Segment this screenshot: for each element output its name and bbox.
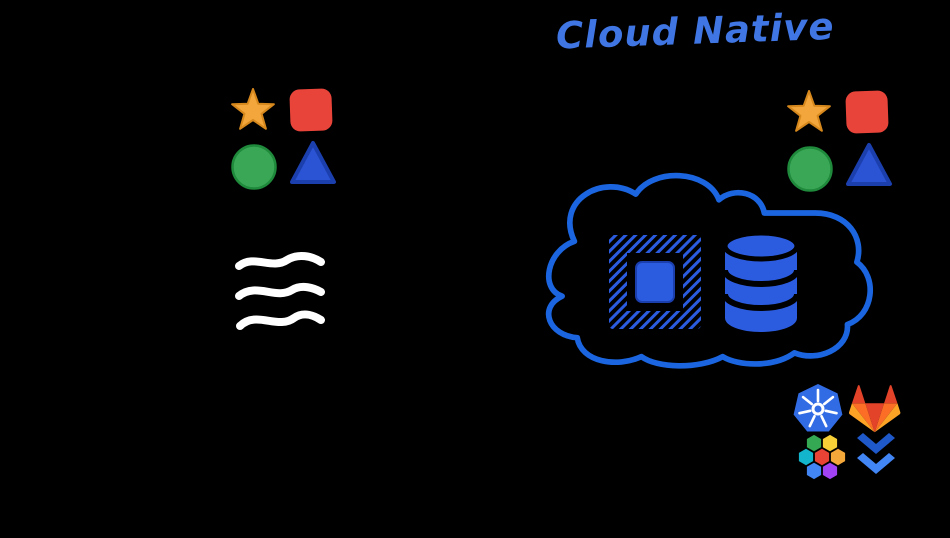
hex-cell [798,448,814,466]
blue-triangle-icon [290,141,336,184]
hex-cell [806,462,822,480]
blue-double-chevron-icon [857,433,895,474]
gitlab-right-ear [884,385,898,404]
chip-core [635,261,675,303]
gitlab-center [865,403,885,433]
stack-layer-bottom [236,310,325,330]
red-square-icon [845,90,889,134]
star-icon [231,88,275,130]
chevron-top [857,433,895,454]
database-cylinder-icon [722,230,800,332]
green-circle-icon [231,144,277,190]
gitlab-right-body [874,403,898,433]
hex-cell [822,434,838,452]
stacked-layers-icon [235,251,325,330]
shape-group-right [787,90,892,192]
green-circle-icon [787,146,833,192]
gitlab-left-ear [851,385,866,404]
cylinder-top [722,230,800,262]
cylinder-band-2 [722,293,800,312]
star-icon [787,90,831,132]
shape-group-left [231,88,336,190]
cloud-outline-icon [545,172,873,369]
kubernetes-heptagon [793,384,843,432]
hex-cell [806,434,822,452]
kubernetes-helm-wheel [798,388,838,428]
gitlab-right-tail [874,403,901,433]
hex-cell [822,462,838,480]
hexagon-cluster-icon [798,434,846,480]
hex-cell [830,448,846,466]
cylinder-body [725,246,797,332]
chevron-bottom [857,453,895,474]
blue-triangle-icon [846,143,892,186]
hex-cell [814,448,830,466]
stack-layer-middle [235,282,325,300]
processor-chip-icon [609,235,701,329]
gitlab-left-body [851,403,875,433]
kubernetes-icon [793,384,843,432]
cylinder-band-1 [722,269,800,288]
red-square-icon [289,88,333,132]
gitlab-icon [849,385,901,433]
gitlab-left-tail [849,403,875,433]
diagram-title: Cloud Native [555,4,836,58]
stack-layer-top [235,251,325,270]
cloud-path [545,172,873,369]
